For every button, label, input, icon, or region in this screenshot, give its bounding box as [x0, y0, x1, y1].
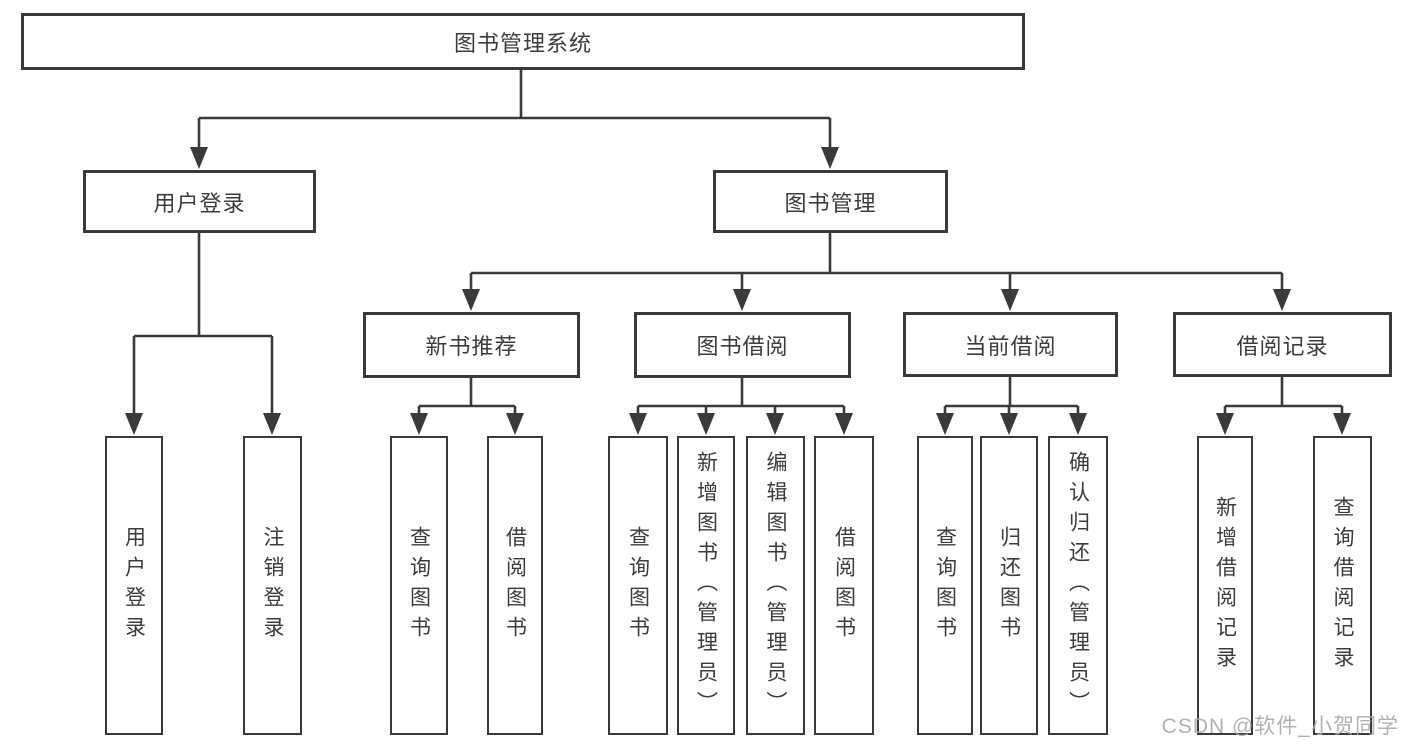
- arrow-down-icon: [263, 413, 281, 435]
- arrow-down-icon: [936, 413, 954, 435]
- arrow-down-icon: [1273, 289, 1291, 311]
- leaf-query-borrow-record: 查询借阅记录: [1313, 436, 1372, 735]
- arrow-down-icon: [697, 413, 715, 435]
- arrow-down-icon: [1001, 289, 1019, 311]
- node-book-borrowing: 图书借阅: [634, 312, 851, 378]
- arrow-down-icon: [1333, 413, 1351, 435]
- connector-book-mgmt-children: [469, 233, 1284, 292]
- leaf-borrow-books: 借阅图书: [814, 436, 874, 735]
- arrow-down-icon: [125, 413, 143, 435]
- leaf-borrow-books-recommend: 借阅图书: [487, 436, 543, 735]
- arrow-down-icon: [1000, 413, 1018, 435]
- connector-borrow-records-children: [1223, 377, 1344, 416]
- leaf-confirm-return-admin: 确认归还（管理员）: [1048, 436, 1108, 735]
- node-user-login: 用户登录: [83, 170, 316, 233]
- node-borrowing-records: 借阅记录: [1173, 312, 1392, 377]
- connector-root-to-level2: [197, 70, 832, 150]
- leaf-user-login: 用户登录: [105, 436, 163, 735]
- arrow-down-icon: [766, 413, 784, 435]
- connector-user-login-children: [132, 233, 274, 416]
- node-current-borrowing: 当前借阅: [903, 312, 1118, 377]
- connector-current-borrow-children: [943, 377, 1080, 416]
- leaf-logout: 注销登录: [243, 436, 302, 735]
- arrow-down-icon: [835, 413, 853, 435]
- arrow-down-icon: [190, 147, 208, 169]
- csdn-watermark: CSDN @软件_小贺同学: [1161, 715, 1399, 738]
- arrow-down-icon: [821, 147, 839, 169]
- leaf-return-books: 归还图书: [980, 436, 1038, 735]
- connector-book-borrow-children: [636, 378, 846, 416]
- leaf-add-borrow-record: 新增借阅记录: [1197, 436, 1253, 735]
- arrow-down-icon: [629, 413, 647, 435]
- arrow-down-icon: [462, 289, 480, 311]
- leaf-query-books-current: 查询图书: [917, 436, 973, 735]
- connector-new-book-rec-children: [417, 378, 517, 416]
- arrowhead-icons: [125, 147, 1351, 435]
- node-library-management-system: 图书管理系统: [21, 13, 1025, 70]
- leaf-add-books-admin: 新增图书（管理员）: [677, 436, 735, 735]
- node-new-book-recommendation: 新书推荐: [363, 312, 580, 378]
- arrow-down-icon: [1216, 413, 1234, 435]
- arrow-down-icon: [506, 413, 524, 435]
- arrow-down-icon: [410, 413, 428, 435]
- arrow-down-icon: [1069, 413, 1087, 435]
- leaf-query-books-recommend: 查询图书: [390, 436, 448, 735]
- arrow-down-icon: [733, 289, 751, 311]
- leaf-query-books-borrowing: 查询图书: [608, 436, 668, 735]
- node-book-management: 图书管理: [713, 170, 948, 233]
- leaf-edit-books-admin: 编辑图书（管理员）: [746, 436, 805, 735]
